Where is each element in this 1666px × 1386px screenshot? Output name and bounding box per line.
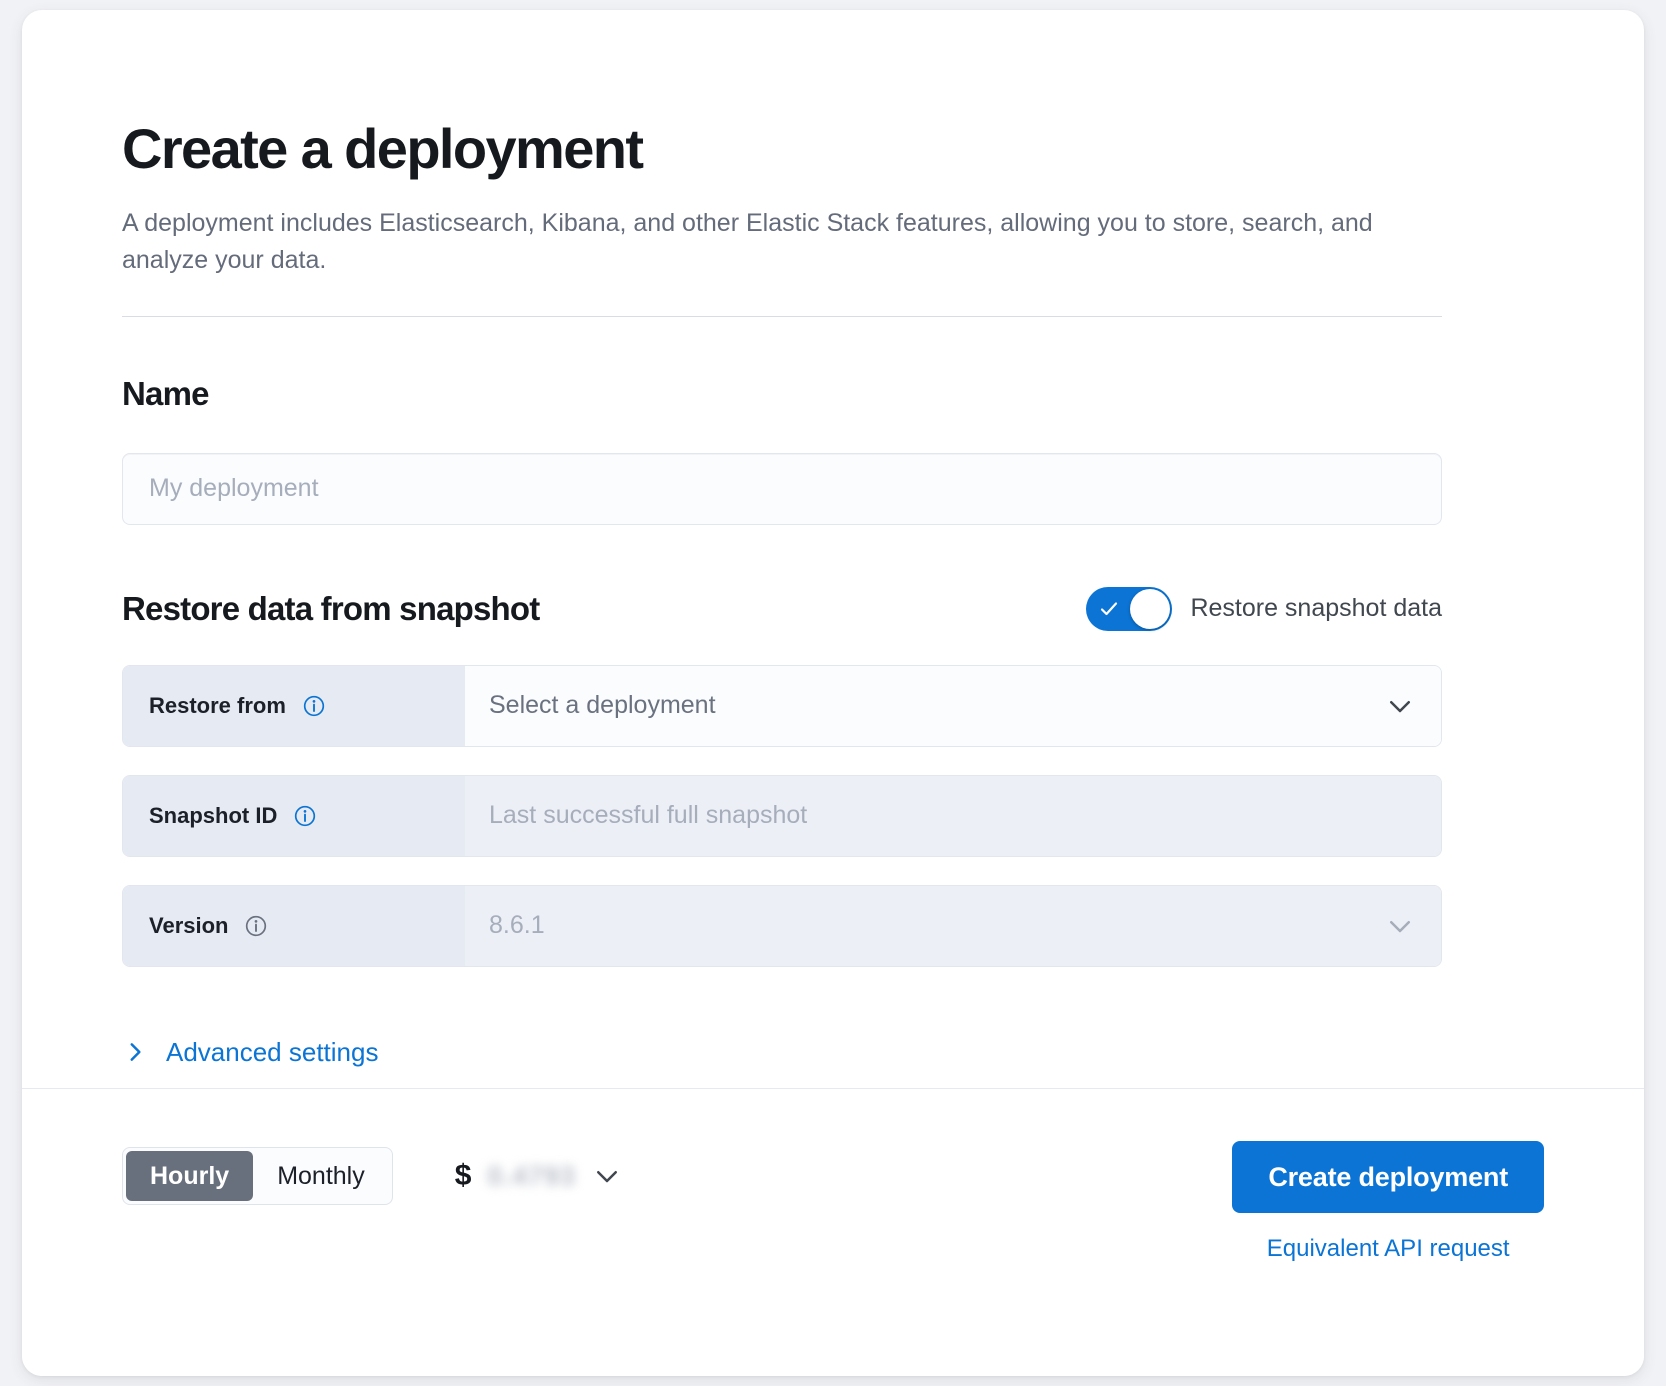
field-control-snapshot-id[interactable]: Last successful full snapshot — [465, 775, 1441, 856]
chevron-right-icon — [130, 1043, 141, 1062]
card-body: Create a deployment A deployment include… — [22, 10, 1644, 1088]
price-display[interactable]: $ 0.4793 — [455, 1159, 622, 1193]
info-icon[interactable] — [244, 914, 268, 938]
footer-right-group: Create deployment Equivalent API request — [1232, 1131, 1544, 1263]
field-label-text: Version — [149, 912, 229, 938]
advanced-settings-toggle[interactable]: Advanced settings — [122, 1037, 378, 1068]
chevron-down-icon[interactable] — [592, 1161, 622, 1191]
create-deployment-card: Create a deployment A deployment include… — [22, 10, 1644, 1376]
field-value-snapshot-id: Last successful full snapshot — [489, 801, 808, 830]
chevron-down-icon[interactable] — [1385, 911, 1415, 941]
name-section-title: Name — [122, 374, 209, 412]
check-icon — [1101, 602, 1118, 615]
advanced-settings-label: Advanced settings — [166, 1036, 379, 1067]
page-description: A deployment includes Elasticsearch, Kib… — [122, 208, 1373, 275]
restore-toggle-group[interactable]: Restore snapshot data — [1086, 586, 1442, 631]
field-value-version: 8.6.1 — [489, 911, 545, 940]
billing-period-toggle[interactable]: Hourly Monthly — [122, 1147, 393, 1205]
field-control-restore-from[interactable]: Select a deployment — [465, 665, 1441, 746]
field-row-snapshot-id[interactable]: Snapshot ID Last successful full snapsho… — [122, 774, 1442, 857]
equivalent-api-request-link[interactable]: Equivalent API request — [1266, 1235, 1510, 1262]
field-row-version[interactable]: Version 8.6.1 — [122, 884, 1442, 967]
field-label-text: Restore from — [149, 692, 286, 718]
create-deployment-button[interactable]: Create deployment — [1232, 1141, 1544, 1213]
field-label-text: Snapshot ID — [149, 802, 278, 828]
restore-section-header: Restore data from snapshot Restore snaps… — [122, 586, 1442, 631]
info-icon[interactable] — [302, 694, 326, 718]
chevron-down-icon[interactable] — [1385, 691, 1415, 721]
field-row-restore-from[interactable]: Restore from Select a deployment — [122, 664, 1442, 747]
billing-option-hourly[interactable]: Hourly — [126, 1151, 254, 1201]
field-label-version: Version — [123, 885, 465, 966]
deployment-name-input[interactable]: My deployment — [122, 452, 1442, 525]
field-value-restore-from: Select a deployment — [489, 691, 716, 720]
billing-option-monthly[interactable]: Monthly — [277, 1161, 365, 1190]
currency-symbol: $ — [454, 1159, 472, 1192]
restore-toggle-label: Restore snapshot data — [1190, 594, 1442, 623]
card-footer: Hourly Monthly $ 0.4793 Create deploymen… — [22, 1088, 1644, 1376]
restore-section-title: Restore data from snapshot — [122, 589, 540, 627]
header-divider — [122, 315, 1442, 317]
deployment-name-placeholder: My deployment — [149, 474, 319, 503]
field-label-restore-from: Restore from — [123, 665, 465, 746]
name-section: Name My deployment — [122, 375, 1442, 525]
footer-left-group: Hourly Monthly $ 0.4793 — [122, 1131, 622, 1205]
toggle-knob — [1130, 588, 1171, 629]
page-title: Create a deployment — [122, 117, 644, 180]
field-control-version[interactable]: 8.6.1 — [465, 885, 1441, 966]
field-label-snapshot-id: Snapshot ID — [123, 775, 465, 856]
price-amount-redacted: 0.4793 — [487, 1160, 577, 1191]
restore-snapshot-toggle[interactable] — [1086, 586, 1173, 631]
info-icon[interactable] — [293, 804, 317, 828]
